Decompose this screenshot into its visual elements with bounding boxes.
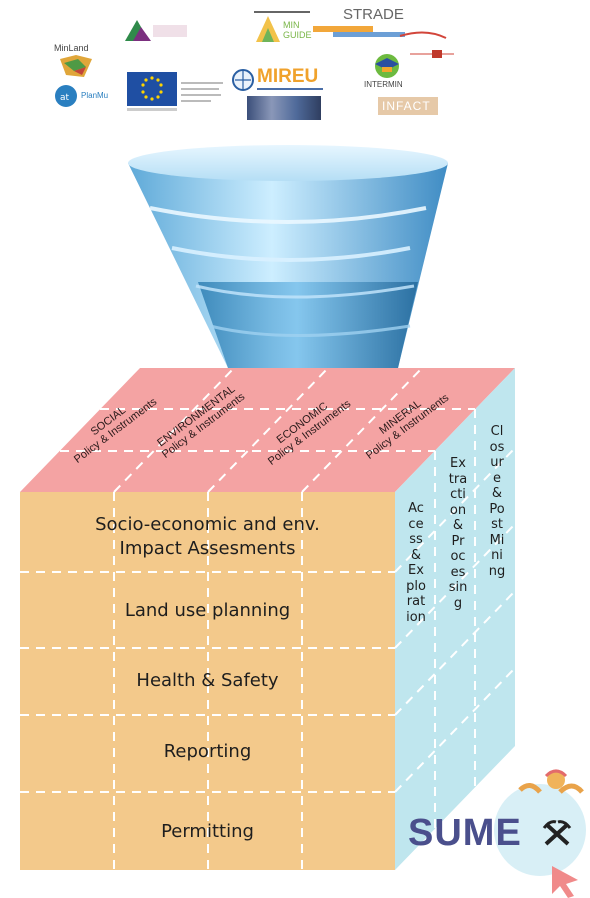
front-row-health-safety: Health & Safety: [136, 670, 279, 691]
sumex-badge: [494, 769, 586, 898]
person-icon: [547, 771, 565, 789]
sumex-circle: [494, 784, 586, 876]
mountain-icon: [125, 20, 187, 41]
funnel: [128, 145, 448, 368]
inspire-logo: [123, 17, 189, 43]
front-row-impact: Socio-economic and env. Impact Assesment…: [95, 514, 320, 559]
map-icon: [60, 55, 92, 77]
minland-logo: MinLand: [54, 43, 114, 83]
mireu-label: MIREU: [257, 66, 319, 87]
grid-lines: [20, 367, 516, 870]
mireu-logo: MIREU: [231, 66, 326, 122]
svg-text:at: at: [60, 93, 70, 103]
strade-logo: STRADE: [313, 6, 408, 42]
planmu-logo: at PlanMu: [54, 83, 124, 109]
eu-funding-text: [181, 78, 227, 108]
planmu-label: PlanMu: [81, 91, 109, 100]
side-col-extraction-processing: Extraction & Processing: [448, 456, 468, 611]
eu-flag-icon: [127, 72, 177, 111]
cube-side-face: [395, 368, 515, 870]
mireu-photo-strip: [247, 96, 321, 120]
funnel-rim: [128, 145, 448, 181]
intermin-label: INTERMIN: [364, 80, 403, 89]
min-guide-icon: [254, 11, 310, 42]
sumex-label: SUME: [408, 812, 522, 854]
ruby-logo: [396, 28, 456, 62]
front-row-permitting: Permitting: [161, 821, 254, 842]
side-col-access-exploration: Access & Exploration: [406, 501, 426, 625]
swoosh-icon: [399, 31, 454, 58]
eu-flag-logo: [127, 72, 179, 112]
min-guide-label: MIN GUIDE: [283, 20, 312, 40]
planmu-icon: at: [55, 85, 77, 107]
front-row-reporting: Reporting: [163, 741, 252, 762]
cube-front-face: [20, 492, 395, 870]
pickaxe-icon: [542, 820, 572, 846]
minland-label: MinLand: [54, 43, 89, 53]
side-col-closure-post-mining: Closure & Post Mining: [488, 424, 506, 579]
front-row-land-use: Land use planning: [124, 600, 291, 621]
infact-logo: INFACT: [378, 97, 438, 117]
min-guide-logo: MIN GUIDE: [254, 10, 314, 44]
globe-icon: [232, 69, 254, 91]
infact-label: INFACT: [378, 97, 438, 115]
intermin-logo: INTERMIN: [364, 52, 434, 92]
cursor-icon: [552, 866, 578, 898]
strade-label: STRADE: [343, 6, 404, 23]
graduation-cap-icon: [375, 54, 399, 78]
